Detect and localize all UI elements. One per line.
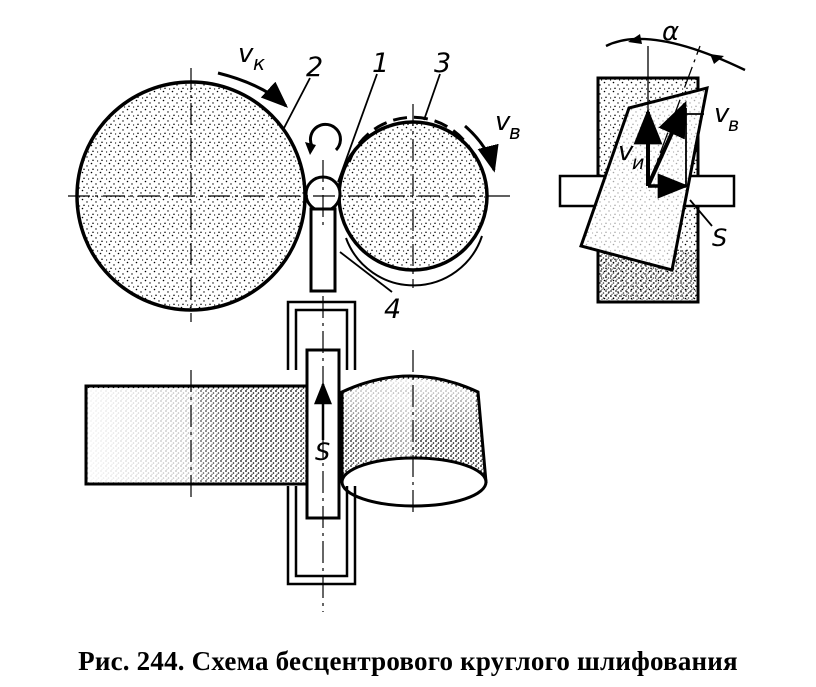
label-3: 3 — [434, 48, 451, 79]
regulating-wheel-speed-subscript: в — [509, 120, 521, 144]
workpiece-guide — [286, 300, 357, 586]
cross-section-view: v к 2 1 3 v в 4 — [68, 39, 521, 325]
figure-caption: Рис. 244. Схема бесцентрового круглого ш… — [78, 646, 738, 676]
label-2: 2 — [306, 52, 323, 83]
label-1: 1 — [372, 48, 389, 79]
circumferential-speed-label: v — [618, 137, 634, 167]
grinding-wheel-speed-arrow — [217, 71, 288, 108]
plan-view: S — [84, 296, 488, 612]
regulating-wheel-speed-label: v — [495, 107, 511, 137]
grinding-wheel-speed-subscript: к — [253, 51, 265, 75]
feed-label: S — [315, 438, 330, 466]
peripheral-speed-subscript: в — [728, 114, 739, 136]
workpiece-rotation-arrow — [308, 122, 342, 152]
alpha-label: α — [662, 17, 679, 47]
support-blade — [309, 207, 337, 293]
circumferential-speed-subscript: и — [632, 152, 644, 174]
peripheral-speed-vector — [646, 100, 687, 187]
label-4: 4 — [384, 294, 401, 325]
regulating-wheel-angle-detail: α v и v в S — [558, 17, 746, 304]
axial-feed-label: S — [712, 224, 727, 252]
regulating-wheel-plan — [340, 350, 488, 515]
grinding-wheel-speed-label: v — [238, 39, 254, 69]
regulating-wheel-speed-arrow — [464, 124, 499, 173]
peripheral-speed-label: v — [714, 99, 730, 129]
alpha-angle-arc — [605, 37, 746, 72]
